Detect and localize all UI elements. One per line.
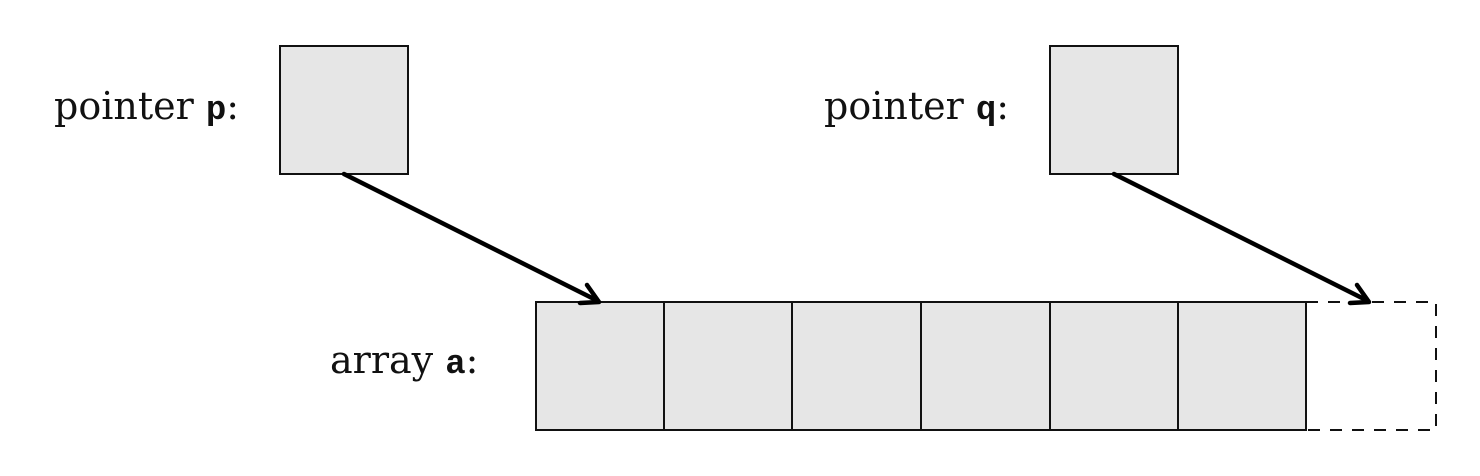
var-name: p	[205, 92, 227, 130]
pointer-q-label: pointer q:	[824, 84, 1009, 130]
array-a-label: array a:	[330, 338, 478, 384]
label-text: array	[330, 338, 446, 382]
var-name: q	[975, 92, 997, 130]
label-text: pointer	[824, 84, 976, 128]
past-end-cell	[1305, 301, 1437, 431]
colon: :	[465, 338, 479, 382]
array-cell	[791, 301, 922, 431]
arrow-p-to-a0	[341, 171, 602, 306]
array-cell	[920, 301, 1051, 431]
array-cell	[535, 301, 665, 431]
array-cell	[1049, 301, 1179, 431]
array-cell	[1177, 301, 1307, 431]
pointer-q-box	[1049, 45, 1179, 175]
arrow-q-to-past-end	[1111, 171, 1372, 306]
pointer-p-label: pointer p:	[54, 84, 239, 130]
var-name: a	[445, 346, 466, 384]
pointer-p-box	[279, 45, 409, 175]
label-text: pointer	[54, 84, 206, 128]
colon: :	[226, 84, 240, 128]
colon: :	[996, 84, 1010, 128]
array-cell	[663, 301, 793, 431]
array-cells	[535, 301, 1437, 431]
